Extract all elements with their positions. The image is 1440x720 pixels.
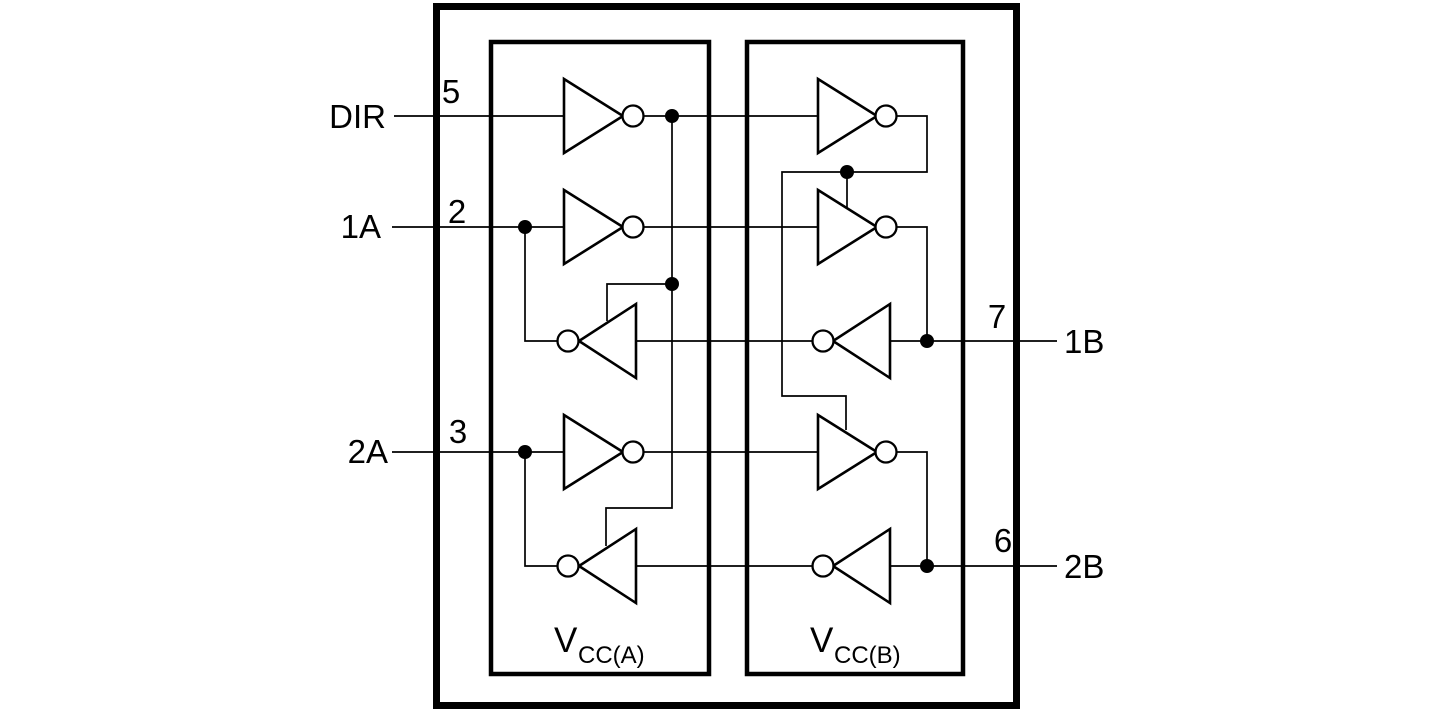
output-bubble bbox=[621, 104, 645, 128]
wire-dir-a-enable-bus bbox=[605, 116, 673, 546]
device-outline-box bbox=[433, 3, 1020, 709]
buffer-dir-b bbox=[816, 76, 898, 156]
output-bubble bbox=[874, 215, 898, 239]
output-bubble bbox=[556, 554, 580, 578]
wire-ch1-a-enable bbox=[606, 283, 672, 321]
pin-number-6: 6 bbox=[994, 522, 1012, 559]
buffer-ch2-btoa-b bbox=[811, 526, 892, 606]
wire-dir-b-enable-bus bbox=[781, 115, 928, 430]
buffer-triangle bbox=[816, 76, 880, 156]
junction-dot bbox=[920, 334, 934, 348]
buffer-triangle bbox=[816, 412, 880, 492]
vcca-symbol: V bbox=[554, 621, 578, 660]
pin-label-dir: DIR bbox=[329, 98, 386, 135]
buffer-dir-a bbox=[562, 76, 645, 156]
vcca-label: V CC(A) bbox=[554, 621, 645, 669]
buffer-triangle bbox=[562, 187, 626, 267]
junction-dot bbox=[665, 277, 679, 291]
output-bubble bbox=[811, 554, 835, 578]
pin-number-7: 7 bbox=[988, 298, 1006, 335]
junction-dot bbox=[518, 445, 532, 459]
output-bubble bbox=[874, 104, 898, 128]
junction-dots bbox=[518, 109, 934, 573]
pin-label-1b: 1B bbox=[1064, 323, 1104, 360]
vcca-domain-box bbox=[488, 39, 712, 677]
buffer-ch2-atob-a bbox=[562, 412, 645, 492]
junction-dot bbox=[920, 559, 934, 573]
buffer-triangle bbox=[830, 526, 892, 606]
pin-number-5: 5 bbox=[442, 73, 460, 110]
wire-ch1-a-feedback bbox=[524, 227, 558, 342]
buffer-ch1-btoa-b bbox=[811, 301, 892, 381]
buffer-ch2-btoa-a bbox=[556, 526, 638, 606]
vccb-domain-box bbox=[744, 39, 966, 677]
wires bbox=[392, 115, 1057, 567]
buffer-ch1-atob-a bbox=[562, 187, 645, 267]
pin-number-2: 2 bbox=[448, 193, 466, 230]
junction-dot bbox=[518, 220, 532, 234]
vccb-subscript: CC(B) bbox=[834, 642, 901, 669]
buffer-triangle bbox=[830, 301, 892, 381]
vccb-symbol: V bbox=[810, 621, 834, 660]
output-bubble bbox=[621, 440, 645, 464]
pin-label-2b: 2B bbox=[1064, 548, 1104, 585]
wire-ch2-a-feedback bbox=[524, 452, 558, 567]
output-bubble bbox=[621, 215, 645, 239]
buffer-triangle bbox=[576, 526, 638, 606]
buffer-triangle bbox=[576, 301, 638, 381]
buffer-ch1-atob-b bbox=[816, 187, 898, 267]
buffer-ch2-atob-b bbox=[816, 412, 898, 492]
buffer-ch1-btoa-a bbox=[556, 301, 638, 381]
output-bubble bbox=[556, 329, 580, 353]
buffer-triangle bbox=[816, 187, 880, 267]
buffer-triangle bbox=[562, 76, 626, 156]
wire-ch1-b-out bbox=[896, 226, 928, 341]
junction-dot bbox=[840, 165, 854, 179]
junction-dot bbox=[665, 109, 679, 123]
wire-ch2-b-out bbox=[896, 451, 928, 566]
pin-label-2a: 2A bbox=[348, 433, 388, 470]
pin-label-1a: 1A bbox=[341, 208, 381, 245]
vccb-label: V CC(B) bbox=[810, 621, 901, 669]
output-bubble bbox=[811, 329, 835, 353]
output-bubble bbox=[874, 440, 898, 464]
pin-number-3: 3 bbox=[449, 413, 467, 450]
buffer-triangle bbox=[562, 412, 626, 492]
vcca-subscript: CC(A) bbox=[578, 642, 645, 669]
